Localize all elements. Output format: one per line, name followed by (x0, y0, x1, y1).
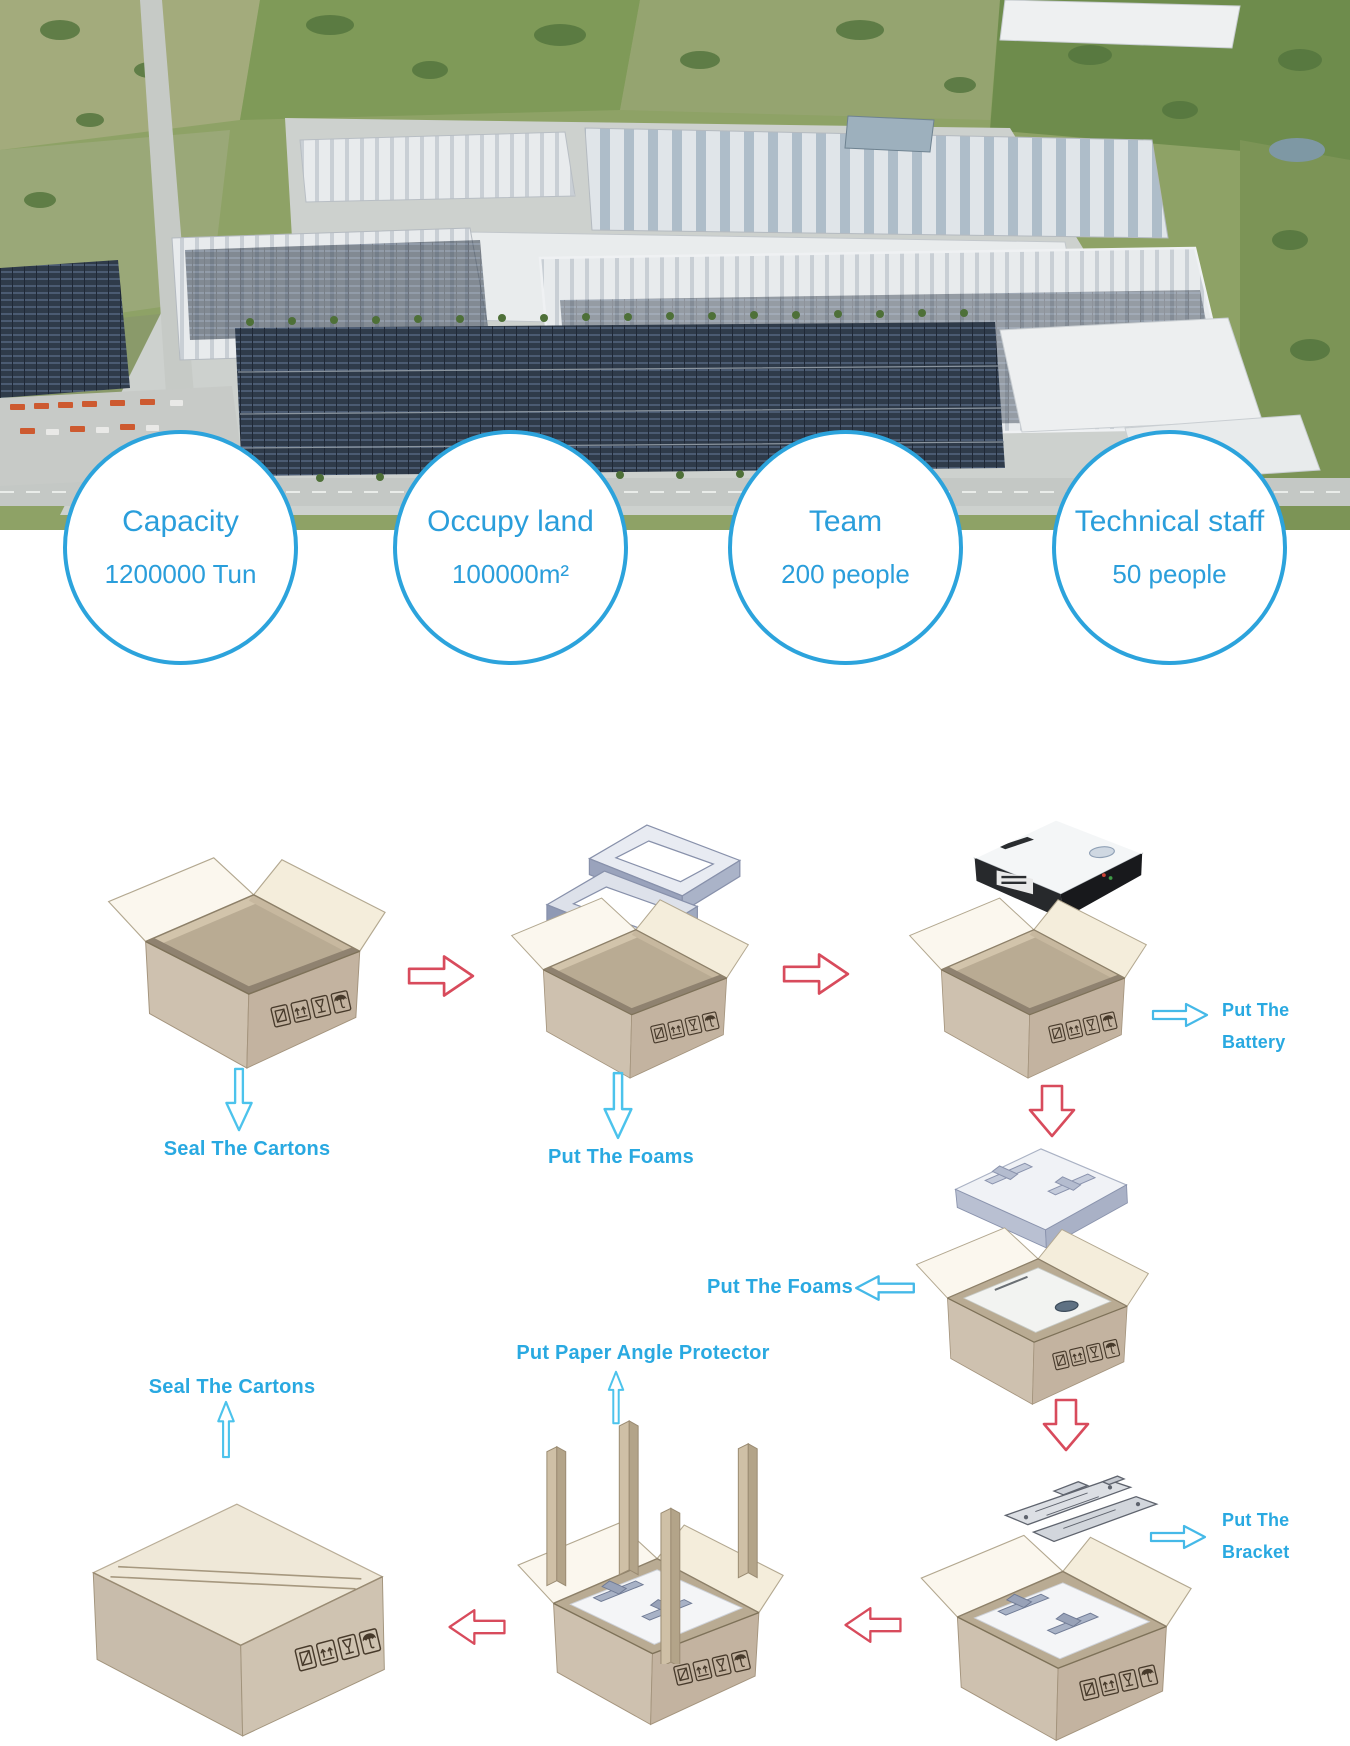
label-seal-the-cartons-2: Seal The Cartons (148, 1376, 316, 1398)
label-put-the-battery-line1: Put The (1222, 1000, 1290, 1020)
red-left-arrow-icon-1 (842, 1602, 904, 1648)
aerial-photo-illustration (0, 0, 1350, 530)
carton-with-battery-illustration (905, 1218, 1150, 1410)
stat-circle-capacity: Capacity 1200000 Tun (63, 430, 298, 665)
paper-angle-posts-illustration (532, 1416, 780, 1664)
cyan-down-arrow-icon (600, 1070, 636, 1142)
label-put-the-bracket-line2: Bracket (1222, 1542, 1290, 1562)
red-right-arrow-icon-2 (780, 950, 852, 998)
stat-value: 200 people (781, 559, 910, 589)
stat-circle-technical-staff: Technical staff 50 people (1052, 430, 1287, 665)
stat-value: 100000m² (451, 559, 570, 589)
blue-right-arrow-icon-1 (1150, 1000, 1210, 1030)
label-put-paper-angle-protector: Put Paper Angle Protector (516, 1342, 770, 1364)
stat-circle-team: Team 200 people (728, 430, 963, 665)
carton-with-bracket-illustration (908, 1524, 1193, 1746)
stat-title: Technical staff (1074, 505, 1265, 538)
cyan-up-arrow-icon-2 (214, 1400, 238, 1460)
blue-right-arrow-icon-2 (1148, 1522, 1208, 1552)
red-left-arrow-icon-2 (446, 1604, 508, 1650)
label-put-the-battery-line2: Battery (1222, 1032, 1286, 1052)
red-right-arrow-icon-1 (405, 952, 477, 1000)
open-carton-illustration-3 (898, 888, 1148, 1084)
cyan-down-arrow-icon (221, 1066, 257, 1134)
label-seal-the-cartons-1: Seal The Cartons (163, 1138, 331, 1160)
stat-title: Team (808, 505, 883, 538)
open-carton-illustration-1 (95, 846, 387, 1075)
open-carton-illustration-2 (500, 888, 750, 1084)
stat-value: 1200000 Tun (104, 559, 257, 589)
label-put-the-foams-2: Put The Foams (707, 1276, 853, 1298)
stat-circle-occupy-land: Occupy land 100000m² (393, 430, 628, 665)
sealed-carton-illustration (76, 1476, 392, 1740)
label-put-the-bracket-line1: Put The (1222, 1510, 1290, 1530)
red-down-arrow-icon-1 (1026, 1082, 1078, 1140)
stat-value: 50 people (1112, 559, 1227, 589)
label-put-the-foams-1: Put The Foams (548, 1146, 694, 1168)
red-down-arrow-icon-2 (1040, 1396, 1092, 1454)
factory-aerial-photo (0, 0, 1350, 530)
stat-title: Occupy land (427, 505, 594, 538)
stat-title: Capacity (122, 505, 239, 538)
